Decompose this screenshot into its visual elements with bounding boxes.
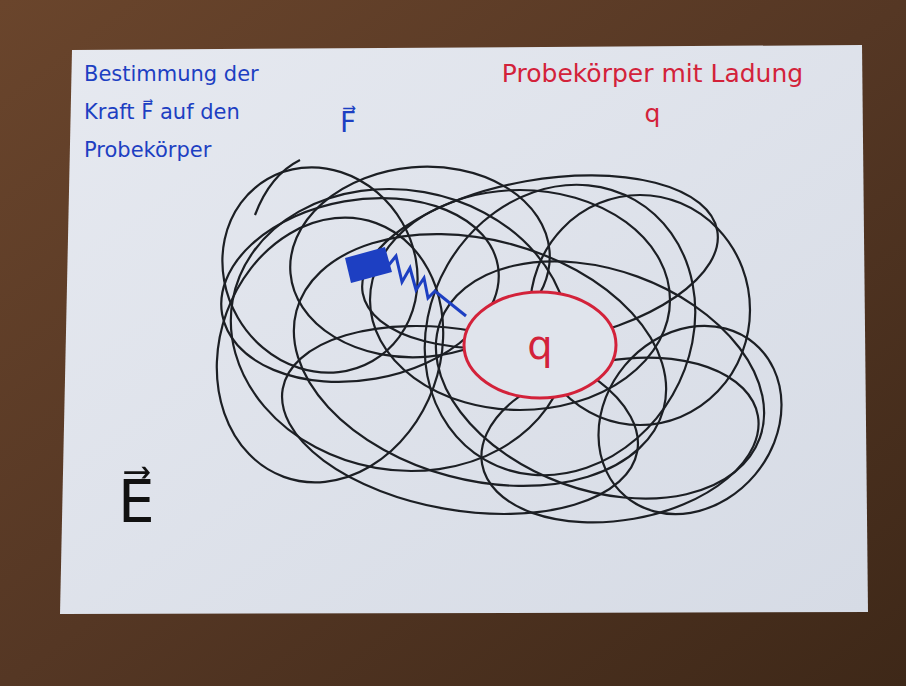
spring-scale [345, 247, 466, 316]
paper-card [60, 45, 868, 614]
charge-note: Probekörper mit Ladung q [492, 54, 813, 134]
force-symbol: F⃗ [340, 106, 356, 140]
charge-circle: q [462, 290, 618, 400]
note-text: Bestimmung der Kraft F⃗ auf den Probekör… [84, 56, 289, 169]
charge-symbol: q [527, 322, 552, 368]
field-scribble [180, 132, 819, 552]
field-symbol: E⃗ [118, 468, 155, 538]
